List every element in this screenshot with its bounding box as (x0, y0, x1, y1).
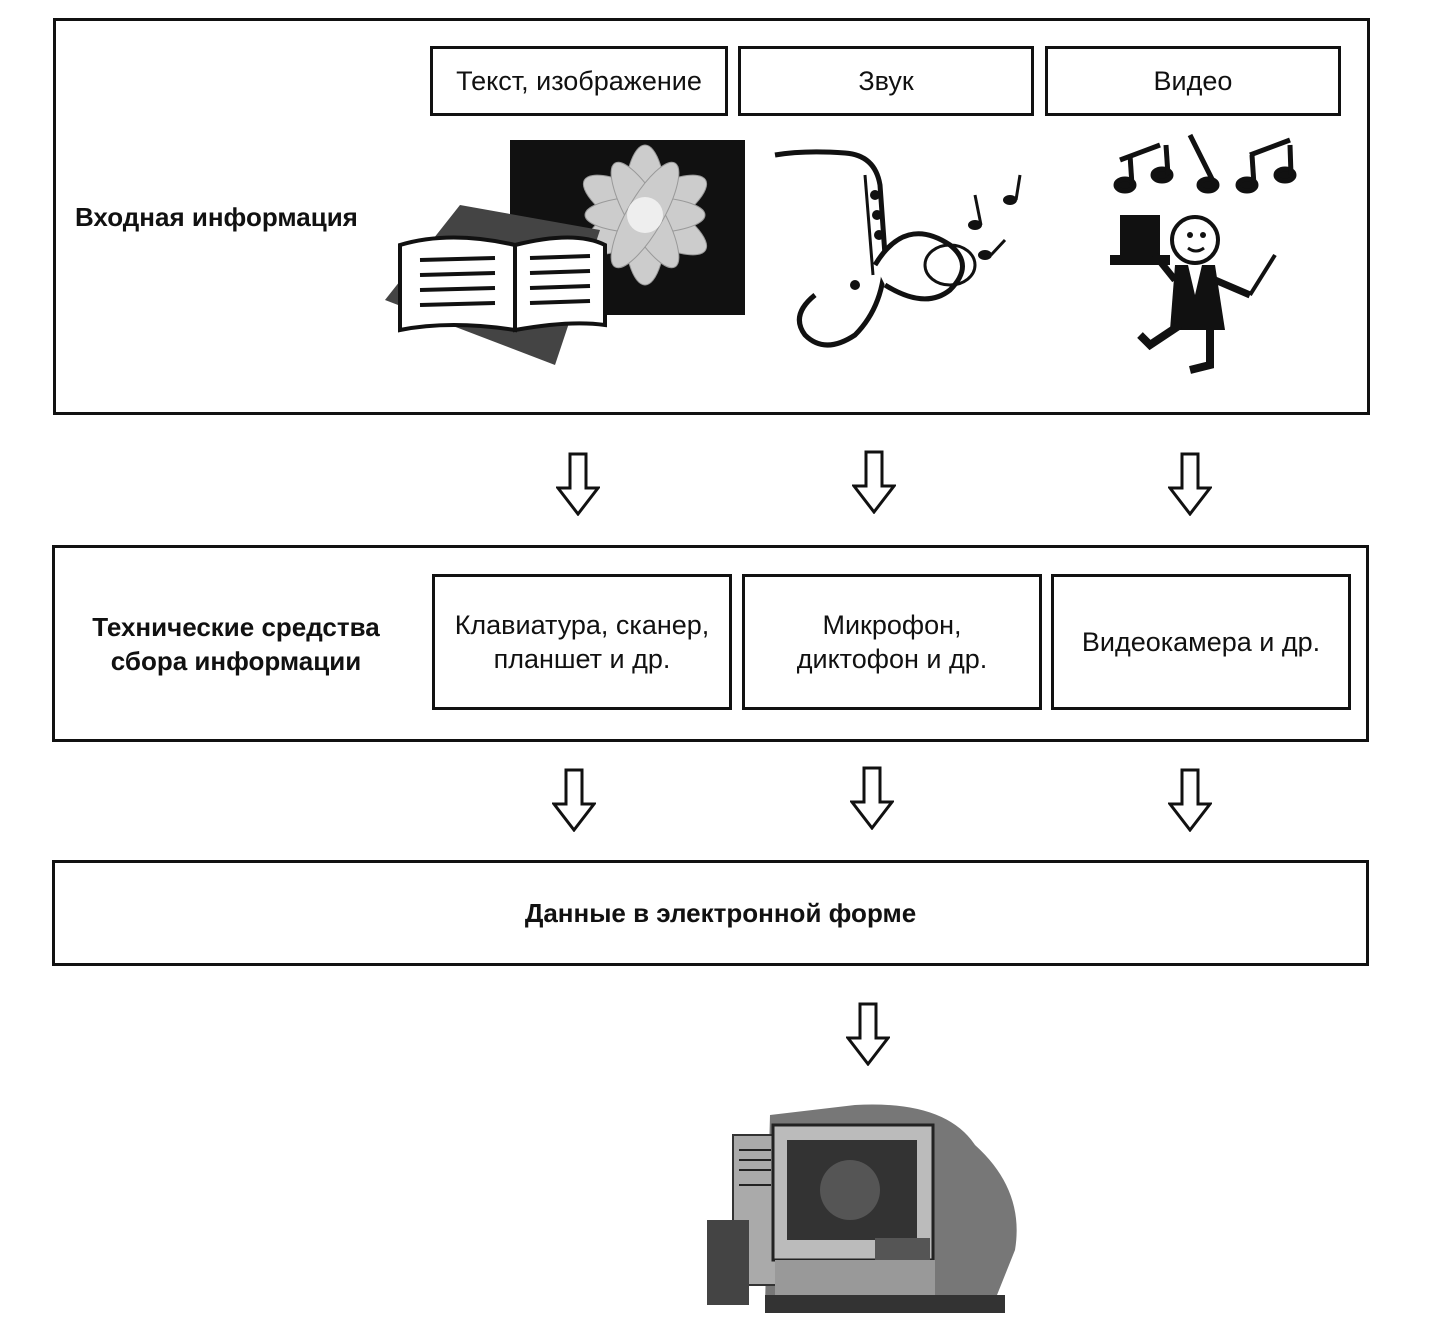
book-flower-icon (385, 140, 745, 365)
arrow-down-icon (1168, 768, 1212, 832)
category-sound: Звук (738, 46, 1034, 116)
arrow-down-icon (852, 450, 896, 514)
device-keyboard-scanner: Клавиатура, сканер, планшет и др. (432, 574, 732, 710)
device-videocamera: Видеокамера и др. (1051, 574, 1351, 710)
saxophone-icon (774, 149, 1022, 348)
computer-icon (707, 1104, 1017, 1313)
arrow-down-icon (1168, 452, 1212, 516)
tools-section-label-line1: Технические средства (92, 612, 380, 642)
dancer-icon (1110, 133, 1297, 374)
device-microphone: Микрофон, диктофон и др. (742, 574, 1042, 710)
tools-section-label-line2: сбора информации (110, 646, 362, 676)
device-microphone-line2: диктофон и др. (796, 644, 988, 674)
arrow-down-icon (552, 768, 596, 832)
category-text-image-label: Текст, изображение (456, 66, 702, 96)
category-video: Видео (1045, 46, 1341, 116)
category-sound-label: Звук (858, 66, 914, 96)
device-videocamera-line1: Видеокамера и др. (1081, 627, 1321, 657)
output-section-label: Данные в электронной форме (524, 897, 917, 928)
device-keyboard-line2: планшет и др. (493, 644, 671, 674)
input-section-label: Входная информация (75, 202, 358, 232)
output-section: Данные в электронной форме (52, 860, 1369, 966)
arrow-down-icon (850, 766, 894, 830)
arrow-down-icon (556, 452, 600, 516)
arrow-down-icon (846, 1002, 890, 1066)
category-text-image: Текст, изображение (430, 46, 728, 116)
tools-section-label: Технические средства сбора информации (75, 610, 397, 678)
device-microphone-line1: Микрофон, (822, 610, 962, 640)
category-video-label: Видео (1153, 66, 1233, 96)
device-keyboard-line1: Клавиатура, сканер, (454, 610, 710, 640)
